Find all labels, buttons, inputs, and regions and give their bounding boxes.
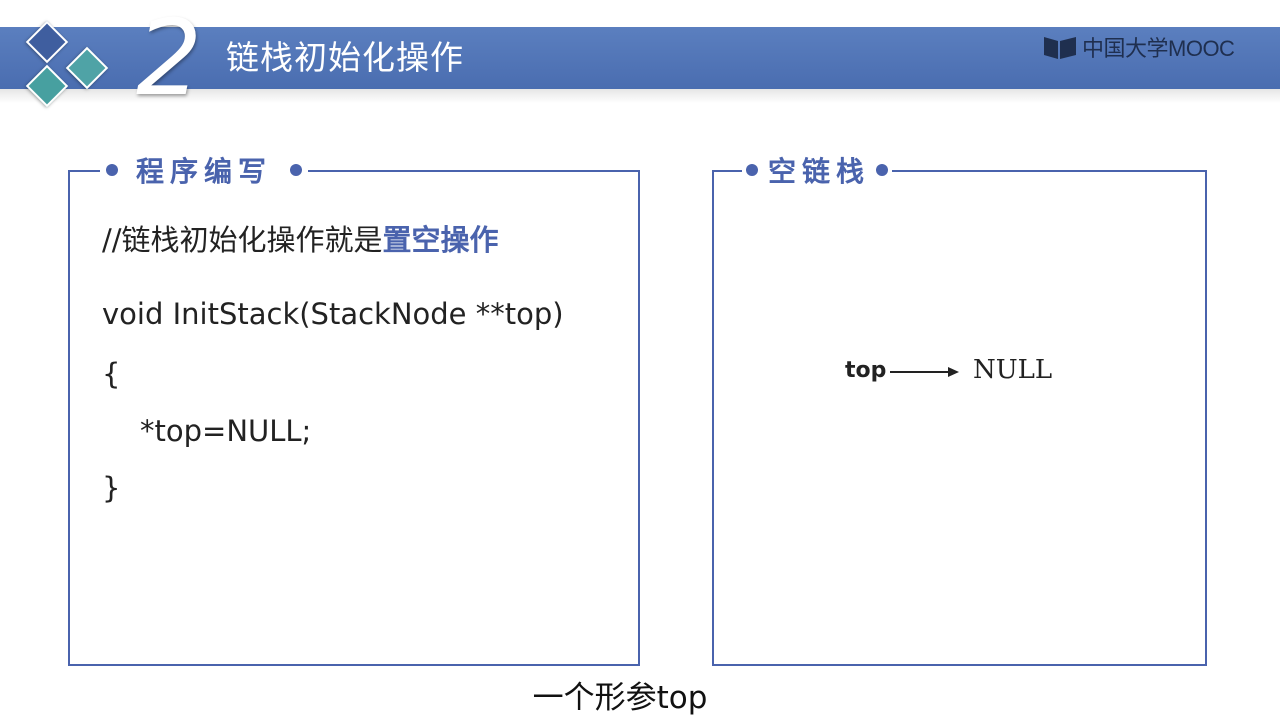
- title-dot-right: [290, 164, 303, 176]
- mooc-logo: 中国大学MOOC: [1042, 30, 1235, 64]
- code-panel: [68, 170, 640, 666]
- arrow-right-icon: [890, 367, 959, 377]
- diagram-panel-title-text: 空链栈: [768, 155, 871, 188]
- mooc-book-icon: [1044, 37, 1076, 59]
- square-teal: [65, 46, 109, 90]
- code-panel-title: 程序编写: [100, 150, 309, 190]
- diagram-target-label: NULL: [973, 355, 1053, 385]
- section-title: 链栈初始化操作: [226, 38, 464, 77]
- diagram-panel-title: 空链栈: [742, 150, 893, 190]
- comment-highlight: 置空操作: [382, 223, 499, 257]
- code-panel-title-text: 程序编写: [136, 155, 273, 188]
- decorative-squares-icon: [18, 15, 128, 110]
- title-dot-left: [746, 164, 758, 176]
- diagram-pointer-label: top: [845, 358, 887, 383]
- header-shadow: [0, 89, 1280, 103]
- code-line-signature: void InitStack(StackNode **top): [102, 297, 564, 331]
- diagram-panel: [712, 170, 1207, 666]
- code-comment: //链栈初始化操作就是置空操作: [102, 222, 499, 258]
- video-subtitle: 一个形参top: [532, 680, 708, 716]
- code-line-open-brace: {: [102, 357, 121, 391]
- code-line-close-brace: }: [102, 471, 121, 505]
- comment-text: //链栈初始化操作就是: [102, 223, 383, 257]
- section-number: 2: [136, 0, 203, 119]
- title-dot-left: [106, 164, 118, 176]
- header-band: [0, 27, 1280, 89]
- square-teal-lower: [25, 64, 69, 108]
- code-line-body: *top=NULL;: [140, 414, 312, 448]
- title-dot-right: [876, 164, 889, 176]
- square-blue: [25, 20, 69, 64]
- mooc-brand-text: 中国大学MOOC: [1082, 36, 1235, 61]
